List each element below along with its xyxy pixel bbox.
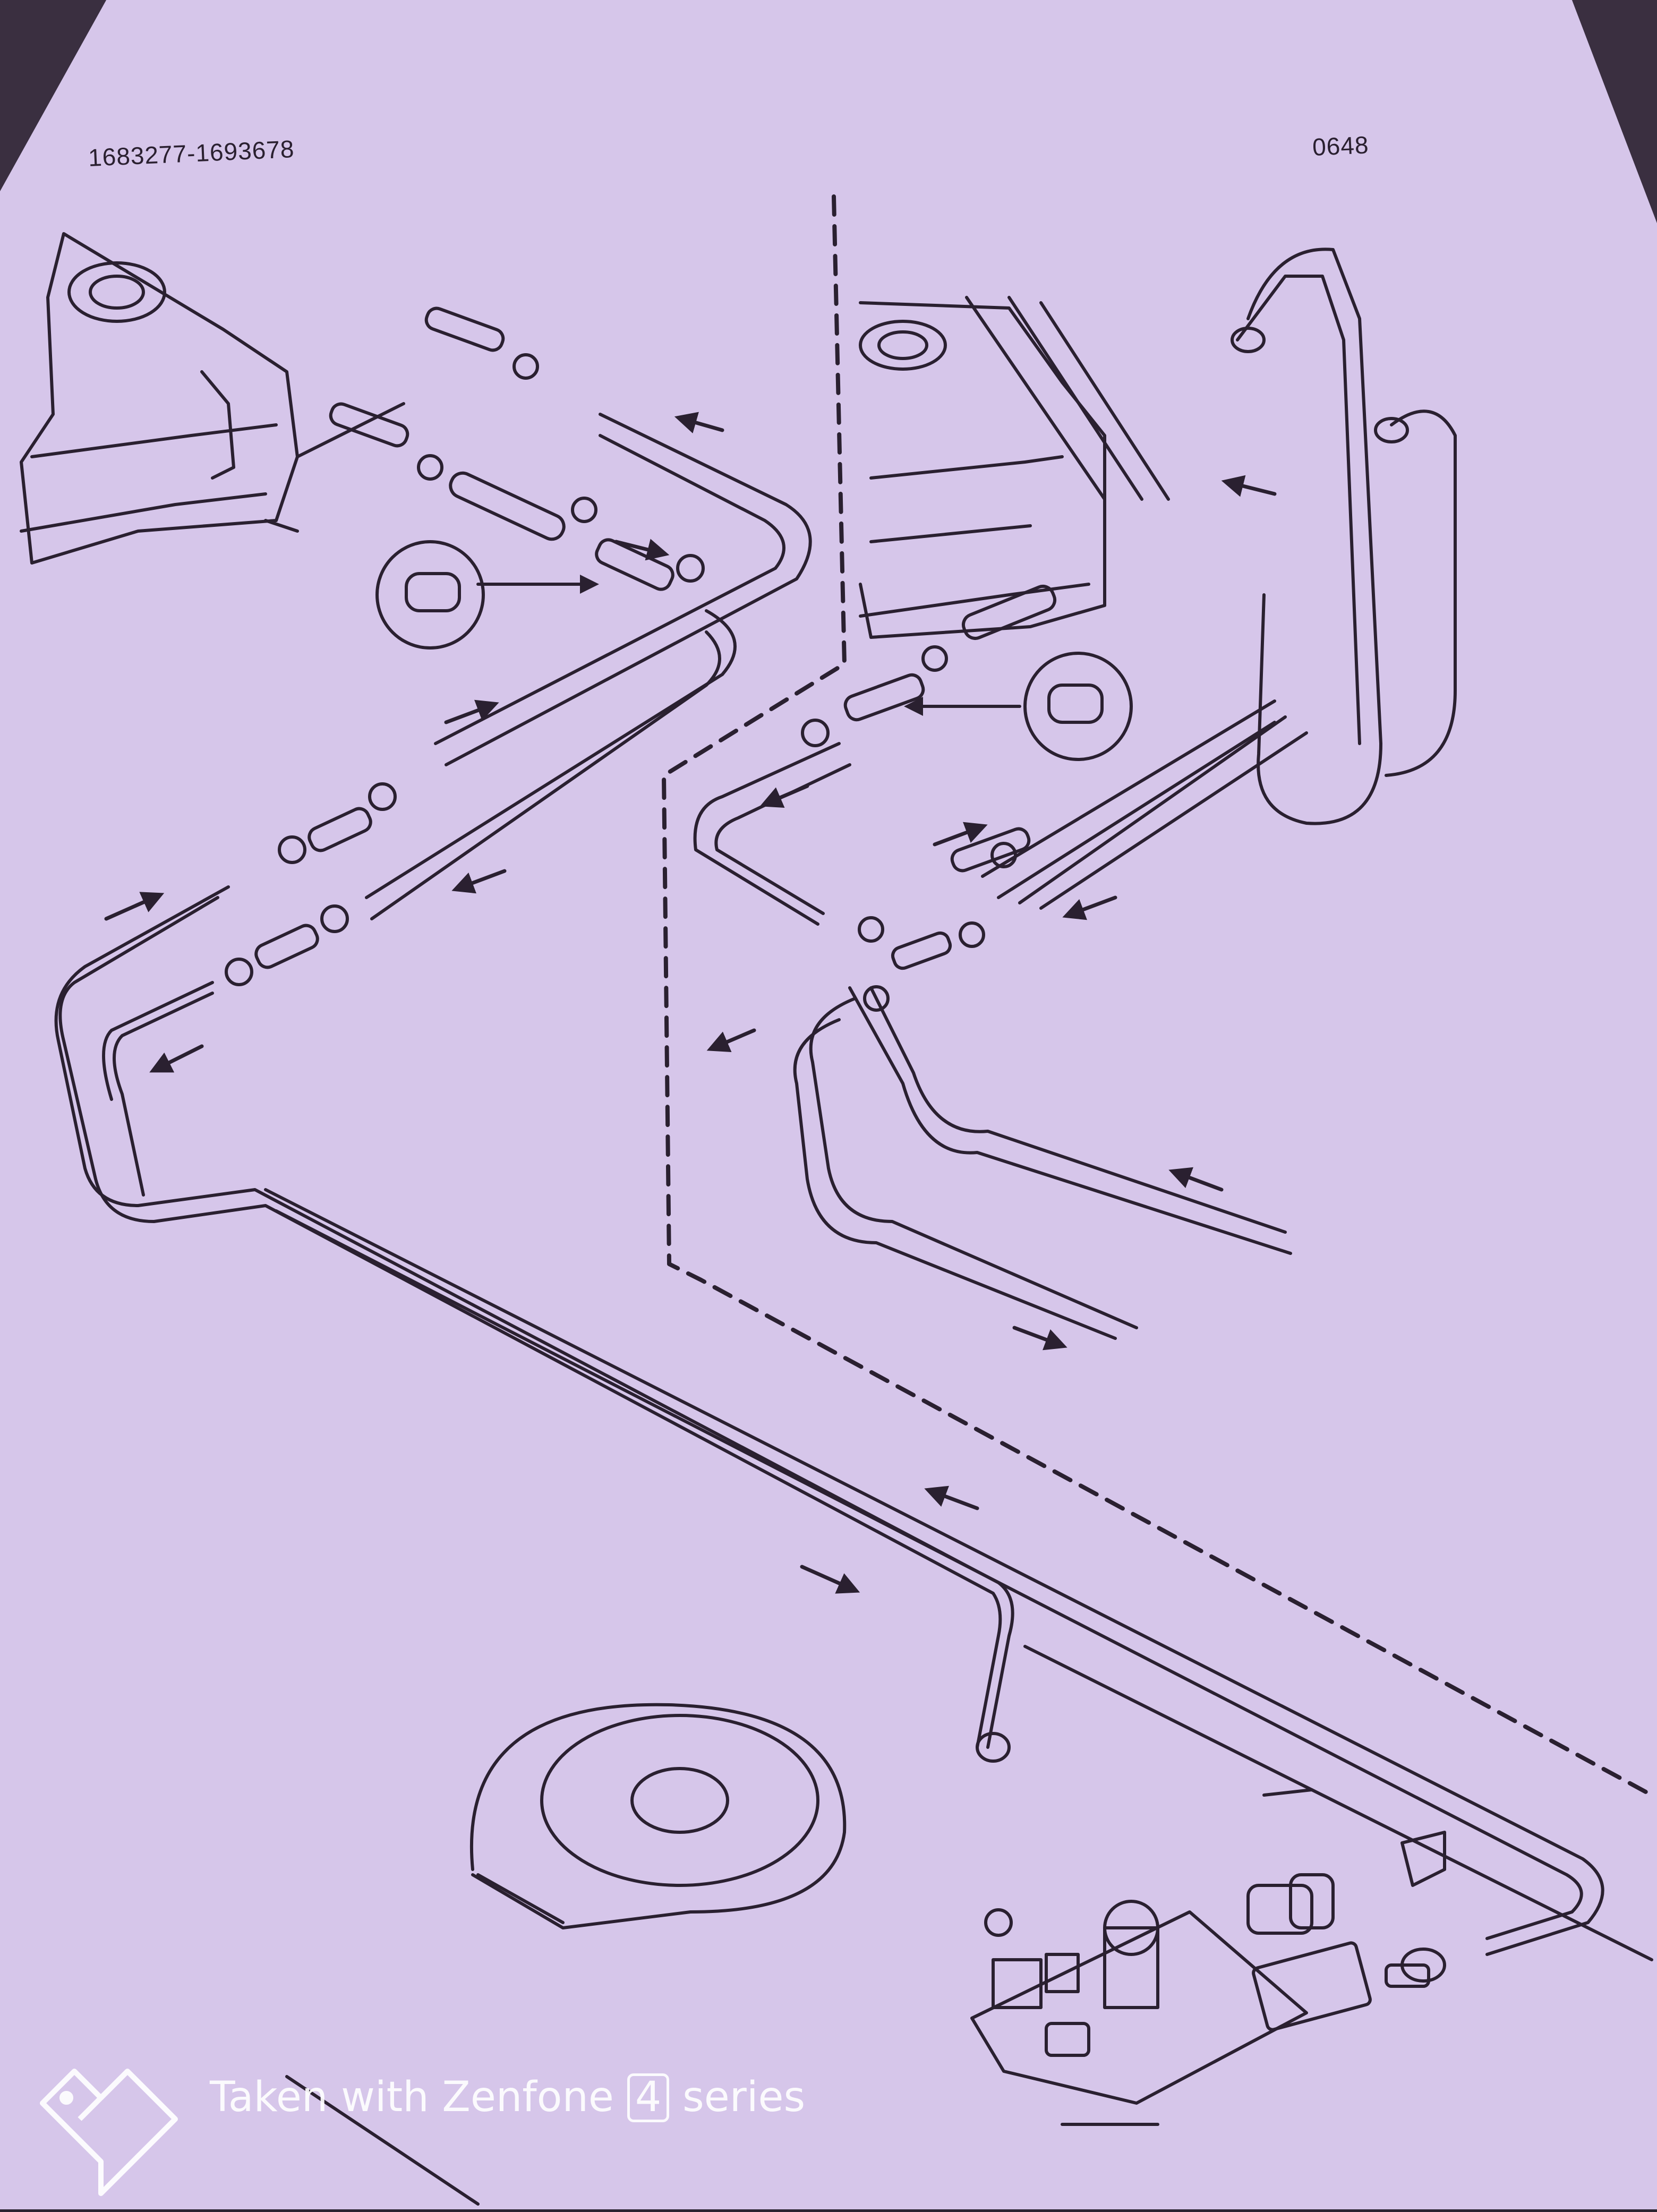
camera-watermark: Taken with Zenfone 4 series (37, 2066, 805, 2130)
flow-arrow (149, 1044, 204, 1073)
engine-block-left (20, 232, 405, 565)
flow-arrow (706, 1028, 756, 1053)
flow-arrow (1012, 1326, 1067, 1351)
flow-arrow (933, 822, 988, 847)
sender-unit-ring (630, 1767, 729, 1834)
flow-arrow (1221, 475, 1277, 497)
paper-corner-shadow (0, 0, 106, 191)
flow-arrow (451, 869, 507, 894)
watermark-text-boxed: 4 (627, 2073, 670, 2122)
hose-main-long (54, 885, 1653, 1961)
flow-arrows (104, 412, 1277, 1594)
flow-arrow (674, 412, 724, 433)
flow-arrow (444, 699, 499, 724)
flow-arrow (924, 1485, 979, 1510)
zenfone-heart-icon (40, 2069, 178, 2196)
left-connectors (329, 306, 705, 650)
part-number-right: 0648 (1312, 131, 1370, 161)
pump-assembly (970, 1788, 1446, 2126)
flow-arrow (104, 892, 165, 921)
dashed-divider (662, 194, 1654, 1797)
left-clamps (225, 782, 397, 986)
engine-block-right (859, 296, 1170, 639)
paper-shadow (1572, 0, 1657, 223)
flow-arrow (1168, 1167, 1224, 1192)
tank-ring (469, 1703, 847, 1929)
hose-upper-left (365, 413, 812, 920)
watermark-text-before: Taken with Zenfone (210, 2073, 627, 2122)
hose-right-bundle (693, 247, 1457, 1340)
flow-arrow (614, 539, 670, 561)
watermark-text-after: series (669, 2073, 806, 2122)
flow-arrow (1062, 895, 1117, 920)
flow-arrow (800, 1565, 860, 1594)
flow-arrow (759, 784, 809, 808)
bottom-edge-line (285, 2075, 480, 2206)
watermark-text: Taken with Zenfone 4 series (210, 2073, 805, 2122)
